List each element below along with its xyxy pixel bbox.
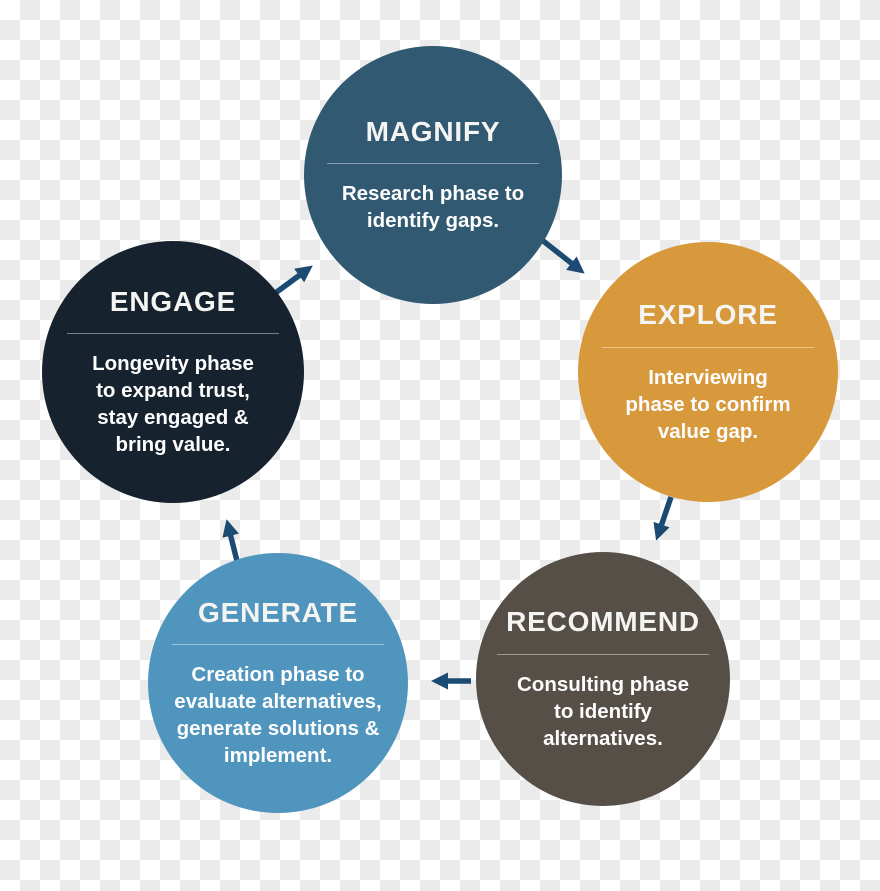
step-circle-magnify: MAGNIFY Research phase to identify gaps. bbox=[304, 46, 562, 304]
step-circle-generate: GENERATE Creation phase to evaluate alte… bbox=[148, 553, 408, 813]
title-divider bbox=[327, 163, 539, 165]
step-title-magnify: MAGNIFY bbox=[365, 115, 501, 147]
step-description-generate: Creation phase to evaluate alternatives,… bbox=[174, 663, 382, 768]
step-description-magnify: Research phase to identify gaps. bbox=[341, 182, 525, 233]
step-title-engage: ENGAGE bbox=[109, 285, 237, 317]
arrow-magnify-to-explore bbox=[540, 237, 585, 274]
title-divider bbox=[67, 333, 279, 334]
title-divider bbox=[172, 644, 384, 645]
arrow-generate-to-engage bbox=[222, 519, 240, 562]
step-circle-engage: ENGAGE Longevity phase to expand trust, … bbox=[42, 241, 304, 503]
title-divider bbox=[602, 346, 814, 348]
step-title-recommend: RECOMMEND bbox=[506, 606, 700, 638]
arrow-engage-to-magnify bbox=[272, 265, 313, 297]
step-description-recommend: Consulting phase to identify alternative… bbox=[517, 672, 689, 750]
step-description-engage: Longevity phase to expand trust, stay en… bbox=[92, 352, 254, 457]
step-title-generate: GENERATE bbox=[198, 596, 358, 628]
title-divider bbox=[497, 653, 709, 655]
step-circle-explore: EXPLORE Interviewing phase to confirm va… bbox=[578, 242, 838, 502]
step-title-explore: EXPLORE bbox=[638, 299, 778, 331]
step-circle-recommend: RECOMMEND Consulting phase to identify a… bbox=[476, 552, 730, 806]
step-description-explore: Interviewing phase to confirm value gap. bbox=[625, 365, 791, 443]
arrow-explore-to-recommend bbox=[653, 496, 674, 541]
